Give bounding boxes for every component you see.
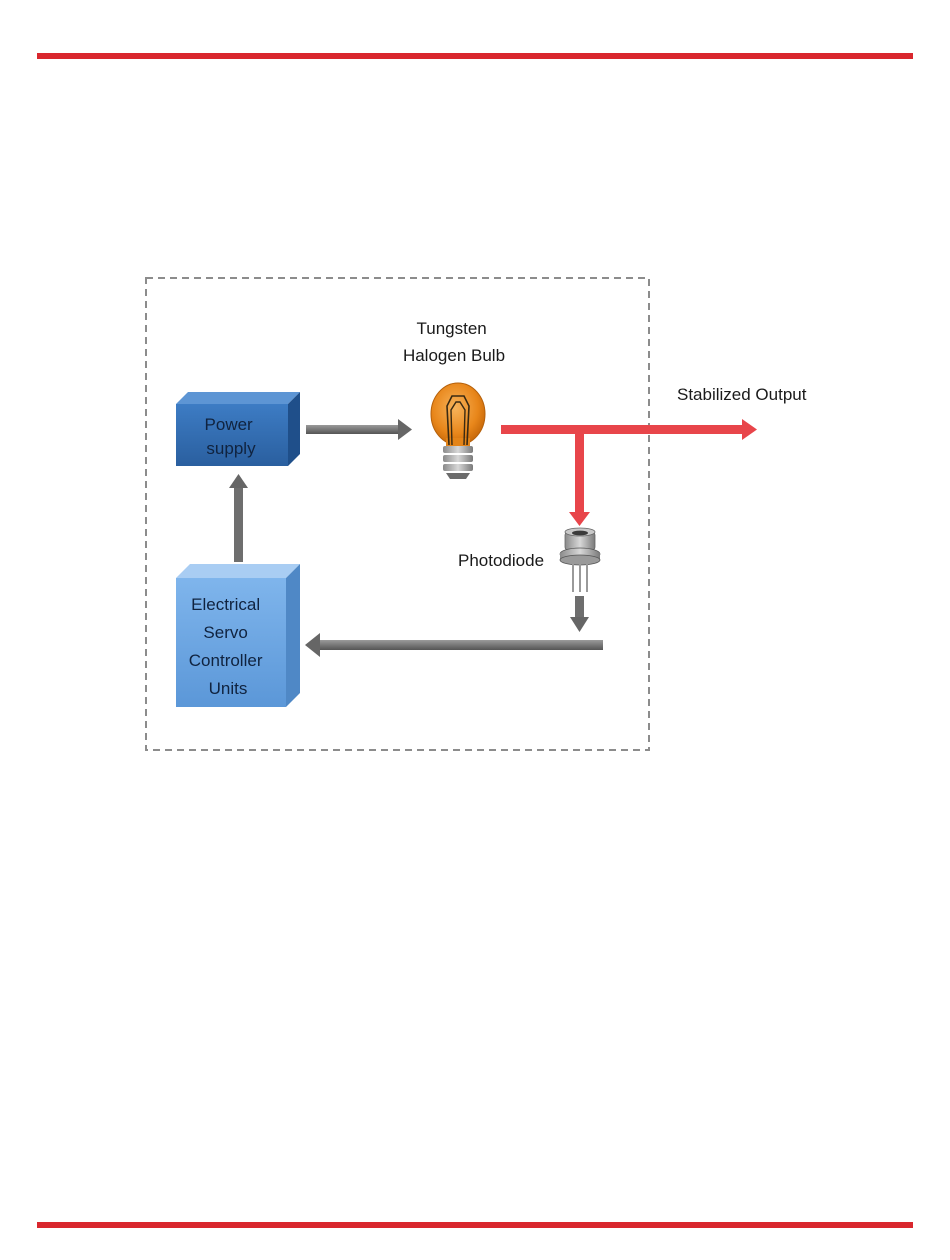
servo-label-line-1: Electrical — [191, 595, 260, 614]
servo-label-line-2: Servo — [203, 623, 247, 642]
servo-label-line-4: Units — [209, 679, 248, 698]
power-supply-label-line-1: Power — [205, 415, 254, 434]
arrow-photodiode-down — [570, 596, 589, 632]
arrow-servo-to-power — [229, 474, 248, 562]
bulb-label-line-1: Tungsten — [417, 319, 487, 338]
photodiode-icon — [560, 528, 600, 592]
servo-label-line-3: Controller — [189, 651, 263, 670]
bulb-label-line-2: Halogen Bulb — [403, 346, 505, 365]
svg-text:Tungsten Halogen Bulb: Tungsten Halogen Bulb — [403, 319, 505, 365]
arrow-to-photodiode — [569, 434, 590, 526]
arrow-feedback-to-servo — [305, 633, 603, 657]
power-supply-label-line-2: supply — [206, 439, 256, 458]
stabilized-output-label: Stabilized Output — [677, 385, 807, 404]
arrow-power-to-bulb — [306, 419, 412, 440]
servo-controller-box: Electrical Servo Controller Units — [176, 564, 300, 707]
power-supply-box: Power supply — [176, 392, 300, 466]
arrow-stabilized-output — [501, 419, 757, 440]
light-bulb-icon — [431, 383, 485, 479]
photodiode-label: Photodiode — [458, 551, 544, 570]
